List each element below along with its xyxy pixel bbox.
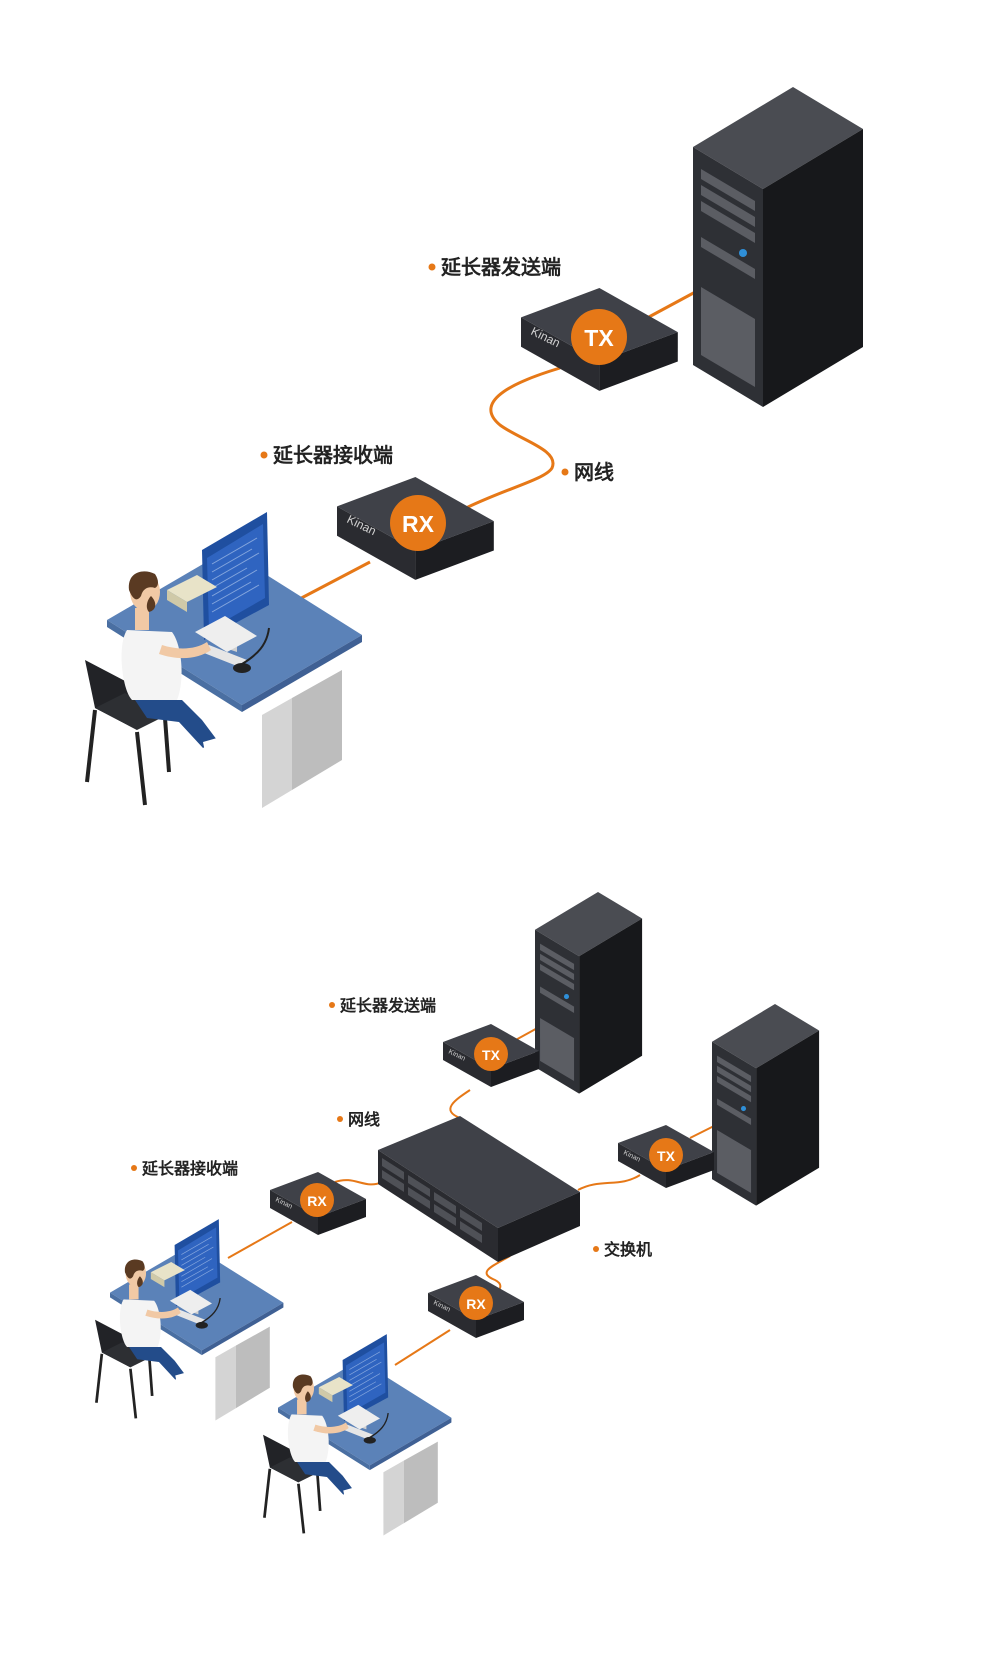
server-tower-icon <box>535 892 643 1094</box>
cable-rx1-switch <box>334 1179 383 1186</box>
tx-label: 延长器发送端 <box>440 255 561 279</box>
diagram-switched: Kinan TX Kinan TX Kinan RX Kinan RX 延长器发… <box>93 892 820 1537</box>
tx-label-bullet <box>329 1002 335 1008</box>
cable-label-bullet <box>561 468 569 476</box>
tx1-badge: TX <box>482 1047 501 1063</box>
tx2-badge-circle <box>649 1138 683 1172</box>
cable-label: 网线 <box>348 1110 380 1129</box>
rx-label-bullet <box>131 1165 137 1171</box>
switch-label: 交换机 <box>604 1240 652 1259</box>
rx-label: 延长器接收端 <box>141 1159 238 1178</box>
cable-rx1-desk <box>227 1221 293 1259</box>
tx-label: 延长器发送端 <box>339 996 436 1015</box>
cable-label-bullet <box>337 1116 343 1122</box>
tx1-badge-circle <box>474 1037 508 1071</box>
workstation-icon <box>83 510 364 810</box>
cable-rx-desk <box>289 560 371 606</box>
rx-badge-circle <box>390 495 446 551</box>
rx-label-bullet <box>260 451 268 459</box>
rx2-badge: RX <box>466 1296 486 1312</box>
switch-label-bullet <box>593 1246 599 1252</box>
rx1-badge: RX <box>307 1193 327 1209</box>
tx2-badge: TX <box>657 1148 676 1164</box>
rx1-badge-circle <box>300 1183 334 1217</box>
rx-label: 延长器接收端 <box>272 443 393 467</box>
workstation-icon <box>261 1332 453 1537</box>
diagram-point-to-point: Kinan TX Kinan RX 延长器发送端 延长器接收端 网线 <box>83 87 863 810</box>
rx-badge: RX <box>402 511 435 537</box>
server-tower-icon <box>712 1004 820 1206</box>
workstation-icon <box>93 1217 285 1422</box>
network-switch-icon <box>378 1116 580 1262</box>
rx2-badge-circle <box>459 1286 493 1320</box>
cable-tx2-switch <box>577 1174 641 1191</box>
tx-label-bullet <box>428 263 436 271</box>
tx-badge-circle <box>571 309 627 365</box>
cable-rx2-desk <box>394 1329 451 1366</box>
server-tower-icon <box>693 87 863 407</box>
tx-badge: TX <box>584 325 614 351</box>
cable-network-1 <box>457 366 561 514</box>
cable-label: 网线 <box>574 460 614 484</box>
